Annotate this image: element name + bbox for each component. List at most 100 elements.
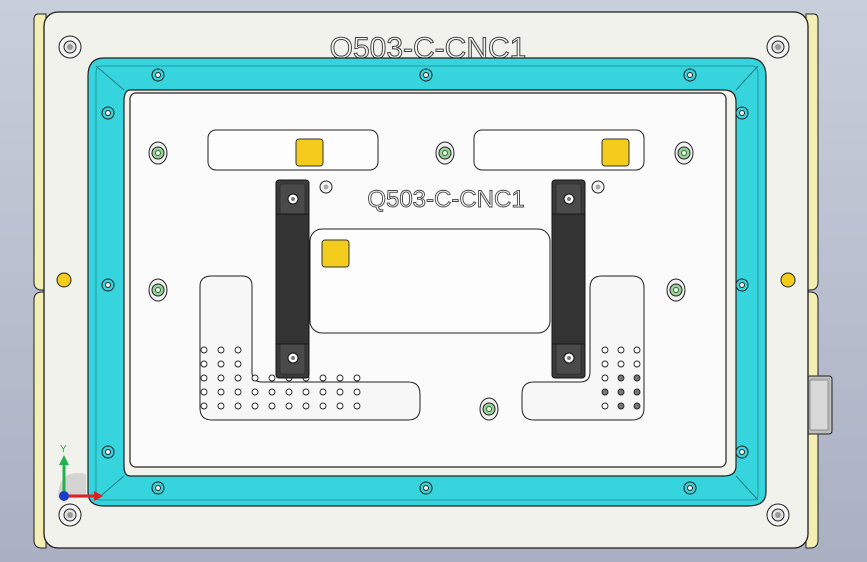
drill-hole-icon bbox=[217, 346, 225, 354]
drill-hole-icon bbox=[200, 346, 208, 354]
frame-corner-lines bbox=[95, 65, 759, 501]
frame-screw-icon bbox=[101, 278, 115, 292]
drill-hole-icon bbox=[200, 388, 208, 396]
drill-hole-icon bbox=[302, 402, 310, 410]
cyan-frame-bevel bbox=[95, 65, 759, 501]
drill-hole-icon bbox=[285, 388, 293, 396]
drill-hole-icon bbox=[200, 374, 208, 382]
z-axis-dot-icon bbox=[59, 491, 69, 501]
drill-hole-icon bbox=[601, 346, 609, 354]
reference-hole-icon bbox=[323, 184, 329, 190]
nest-right bbox=[521, 275, 645, 421]
drill-hole-icon bbox=[251, 374, 259, 382]
nest-left-grid bbox=[200, 346, 361, 410]
pin-tip bbox=[155, 287, 161, 293]
drill-hole-icon bbox=[353, 402, 361, 410]
drill-hole-icon bbox=[302, 388, 310, 396]
frame-screw-icon bbox=[683, 481, 697, 495]
side-tabs bbox=[33, 13, 819, 549]
frame-screw-icon bbox=[419, 481, 433, 495]
frame-screws bbox=[101, 68, 749, 495]
x-axis-arrow-icon bbox=[94, 491, 103, 501]
drill-hole-icon bbox=[251, 402, 259, 410]
drill-hole-icon bbox=[617, 402, 625, 410]
frame-screw-icon bbox=[101, 445, 115, 459]
yellow-pad-icon bbox=[295, 138, 324, 167]
drill-hole-icon bbox=[200, 360, 208, 368]
drill-hole-icon bbox=[601, 360, 609, 368]
corner-bolt-icon bbox=[766, 35, 790, 59]
pin-tip bbox=[673, 287, 679, 293]
drill-hole-icon bbox=[601, 402, 609, 410]
drill-hole-icon bbox=[234, 346, 242, 354]
locating-pins bbox=[148, 141, 694, 421]
frame-screw-icon bbox=[151, 481, 165, 495]
drill-hole-icon bbox=[617, 346, 625, 354]
corner-bolt-icon bbox=[58, 35, 82, 59]
drill-hole-icon bbox=[617, 374, 625, 382]
pin-tip bbox=[155, 150, 161, 156]
frame-screw-icon bbox=[735, 445, 749, 459]
frame-screw-icon bbox=[151, 68, 165, 82]
locating-pin-icon bbox=[479, 397, 499, 421]
frame-screw-icon bbox=[101, 106, 115, 120]
drill-hole-icon bbox=[319, 402, 327, 410]
side-locator-right-icon bbox=[780, 272, 796, 288]
drill-hole-icon bbox=[353, 388, 361, 396]
clamp-right[interactable] bbox=[551, 179, 586, 379]
y-axis-arrow-icon bbox=[59, 455, 69, 465]
drill-hole-icon bbox=[336, 388, 344, 396]
coordinate-triad: Y bbox=[58, 444, 103, 501]
corner-bolts bbox=[58, 35, 790, 527]
drill-hole-icon bbox=[217, 360, 225, 368]
drill-hole-icon bbox=[234, 388, 242, 396]
frame-screw-icon bbox=[419, 68, 433, 82]
triad-y-label: Y bbox=[60, 444, 67, 455]
corner-bolt-icon bbox=[766, 503, 790, 527]
drill-hole-icon bbox=[633, 346, 641, 354]
drill-hole-icon bbox=[336, 402, 344, 410]
slot-top-left bbox=[207, 129, 379, 171]
drill-hole-icon bbox=[217, 402, 225, 410]
clamp-left[interactable] bbox=[275, 179, 310, 379]
drill-hole-icon bbox=[268, 402, 276, 410]
drill-hole-icon bbox=[319, 374, 327, 382]
yellow-pad-icon bbox=[321, 239, 350, 268]
locating-pin-icon bbox=[435, 141, 455, 165]
side-tab-left-lower bbox=[33, 291, 47, 549]
corner-bolt-icon bbox=[58, 503, 82, 527]
drill-hole-icon bbox=[633, 402, 641, 410]
locating-pin-icon bbox=[666, 278, 686, 302]
frame-screw-icon bbox=[735, 106, 749, 120]
side-tab-right-upper bbox=[805, 13, 819, 291]
locating-pin-icon bbox=[148, 278, 168, 302]
side-connector bbox=[805, 375, 833, 435]
pin-tip bbox=[442, 150, 448, 156]
nest-left bbox=[199, 275, 421, 421]
drill-hole-icon bbox=[234, 402, 242, 410]
drill-hole-icon bbox=[285, 402, 293, 410]
drill-hole-icon bbox=[601, 374, 609, 382]
drill-hole-icon bbox=[633, 374, 641, 382]
center-pocket bbox=[309, 228, 551, 334]
drill-hole-icon bbox=[200, 402, 208, 410]
drill-hole-icon bbox=[234, 360, 242, 368]
drill-hole-icon bbox=[617, 360, 625, 368]
locating-pin-icon bbox=[674, 141, 694, 165]
drill-hole-icon bbox=[268, 388, 276, 396]
drill-hole-icon bbox=[268, 374, 276, 382]
drill-hole-icon bbox=[601, 388, 609, 396]
locating-pin-icon bbox=[148, 141, 168, 165]
nest-right-grid bbox=[601, 346, 641, 410]
side-tab-left-upper bbox=[33, 13, 47, 291]
drill-hole-icon bbox=[633, 388, 641, 396]
pin-tip bbox=[486, 406, 492, 412]
reference-hole-icon bbox=[595, 184, 601, 190]
pin-tip bbox=[681, 150, 687, 156]
plate-engraved-label: Q503-C-CNC1 bbox=[367, 186, 524, 213]
drill-hole-icon bbox=[217, 388, 225, 396]
cyan-frame bbox=[87, 57, 767, 507]
drill-hole-icon bbox=[217, 374, 225, 382]
